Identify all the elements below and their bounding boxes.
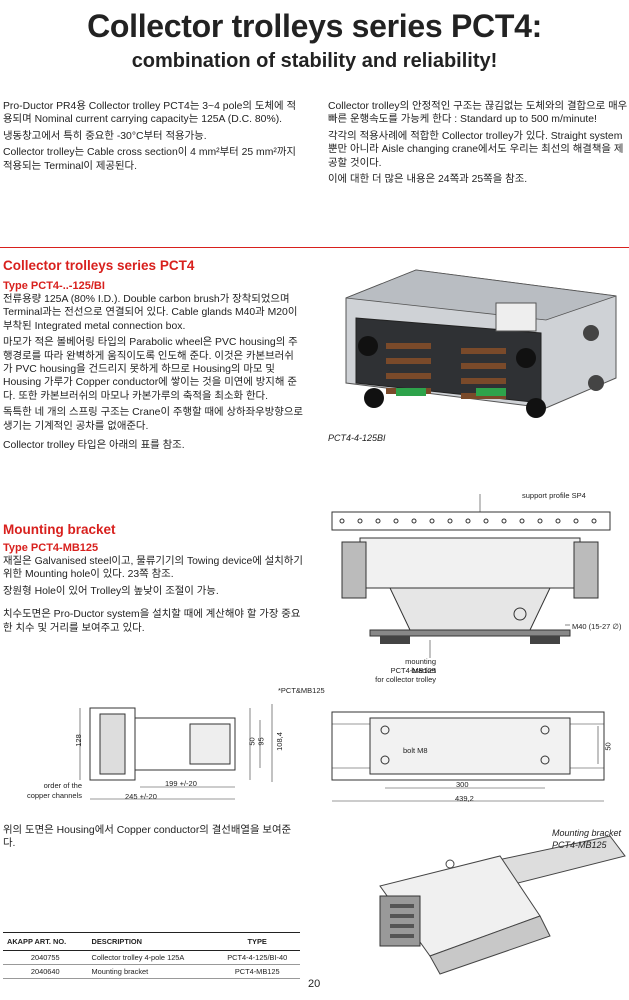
pct4-heading: Collector trolleys series PCT4 — [3, 258, 195, 273]
bracket-illustration — [379, 835, 626, 975]
table-row: 2040755 Collector trolley 4-pole 125A PC… — [3, 950, 300, 965]
cell-type: PCT4-4-125/BI-40 — [214, 950, 300, 965]
cell-description: Collector trolley 4-pole 125A — [87, 950, 215, 965]
cell-type: PCT4-MB125 — [214, 964, 300, 979]
dim-199: 199 +/-20 — [165, 779, 197, 788]
top-view-drawing — [331, 711, 605, 802]
cell-art-no: 2040755 — [3, 950, 88, 965]
bracket-p1: 재질은 Galvanised steel이고, 물류기기의 Towing dev… — [3, 556, 303, 581]
dim-439: 439,2 — [455, 794, 474, 803]
trolley-caption: PCT4-4-125BI — [328, 433, 386, 443]
side-view-drawing — [79, 704, 273, 800]
housing-note: 위의 도면은 Housing에서 Copper conductor의 결선배열을… — [3, 825, 292, 850]
col-description: DESCRIPTION — [87, 932, 215, 951]
dim-50b: 50 — [603, 742, 613, 751]
bracket-p3: 치수도면은 Pro-Ductor system을 설치할 때에 계산해야 할 가… — [3, 609, 301, 634]
order-label-line2: copper channels — [26, 791, 82, 800]
bracket-p2: 장원형 Hole이 있어 Trolley의 높낮이 조절이 가능. — [3, 585, 219, 597]
intro-right: Collector trolley의 안정적인 구조는 끊김없는 도체와의 결합… — [328, 100, 628, 189]
article-table: AKAPP ART. NO. DESCRIPTION TYPE 2040755 … — [3, 932, 300, 979]
intro-left-p3: Collector trolley는 Cable cross section이 … — [3, 147, 296, 172]
pct4-p2: 마모가 적은 볼베어링 타입의 Parabolic wheel은 PVC hou… — [3, 337, 298, 402]
intro-left: Pro-Ductor PR4용 Collector trolley PCT4는 … — [3, 100, 303, 176]
table-row: 2040640 Mounting bracket PCT4-MB125 — [3, 964, 300, 979]
bracket-heading: Mounting bracket — [3, 522, 116, 537]
trolley-illustration — [345, 269, 617, 418]
intro-left-p1: Pro-Ductor PR4용 Collector trolley PCT4는 … — [3, 101, 297, 126]
pct4-p4: Collector trolley 타입은 아래의 표를 참조. — [3, 440, 185, 452]
dim-300: 300 — [456, 780, 469, 789]
intro-left-p2: 냉동창고에서 특히 중요한 -30°C부터 적용가능. — [3, 130, 207, 142]
dim-108: 108,4 — [274, 732, 284, 751]
dim-50: 50 — [247, 737, 257, 746]
pct4-p3: 독특한 네 개의 스프링 구조는 Crane이 주행할 때에 상하좌우방향으로 … — [3, 407, 303, 432]
cell-description: Mounting bracket — [87, 964, 215, 979]
mb-caption-line1: Mounting bracket — [552, 828, 622, 838]
page-number: 20 — [308, 978, 321, 990]
front-view-drawing — [331, 494, 611, 658]
bracket-type: Type PCT4-MB125 — [3, 542, 99, 554]
mb-caption-line2: PCT4-MB125 — [552, 840, 607, 850]
dim-245: 245 +/-20 — [125, 792, 157, 801]
pct-mb-label: *PCT&MB125 — [278, 686, 325, 695]
m40-label: M40 (15-27 ∅) — [572, 622, 622, 631]
bracket-section: Mounting bracket Type PCT4-MB125 재질은 Gal… — [3, 522, 303, 638]
dim-128: 128 — [73, 734, 83, 747]
support-profile-label: support profile SP4 — [522, 491, 586, 500]
table-header-row: AKAPP ART. NO. DESCRIPTION TYPE — [3, 932, 300, 951]
intro-right-p1: Collector trolley의 안정적인 구조는 끊김없는 도체와의 결합… — [328, 101, 628, 126]
col-type: TYPE — [214, 932, 300, 951]
pct4-section: Collector trolleys series PCT4 Type PCT4… — [3, 258, 303, 455]
bolt-label: bolt M8 — [403, 746, 428, 755]
mb-label-line2: PCT4-MB125 — [390, 666, 436, 675]
cell-art-no: 2040640 — [3, 964, 88, 979]
mb-label-line1: mounting bracket — [405, 657, 436, 675]
section-divider — [0, 247, 629, 248]
mb-label-line3: for collector trolley — [375, 675, 436, 684]
dim-95: 95 — [256, 737, 266, 746]
pct4-p1: 전류용량 125A (80% I.D.). Double carbon brus… — [3, 294, 298, 332]
page-title: Collector trolleys series PCT4: — [87, 8, 542, 44]
order-label-line1: order of the — [43, 781, 82, 790]
pct4-type: Type PCT4-..-125/BI — [3, 280, 105, 292]
page-subtitle: combination of stability and reliability… — [131, 50, 498, 72]
intro-right-p2: 각각의 적용사례에 적합한 Collector trolley가 있다. Str… — [328, 130, 624, 169]
col-art-no: AKAPP ART. NO. — [3, 932, 88, 951]
intro-right-p3: 이에 대한 더 많은 내용은 24쪽과 25쪽을 참조. — [328, 174, 528, 186]
